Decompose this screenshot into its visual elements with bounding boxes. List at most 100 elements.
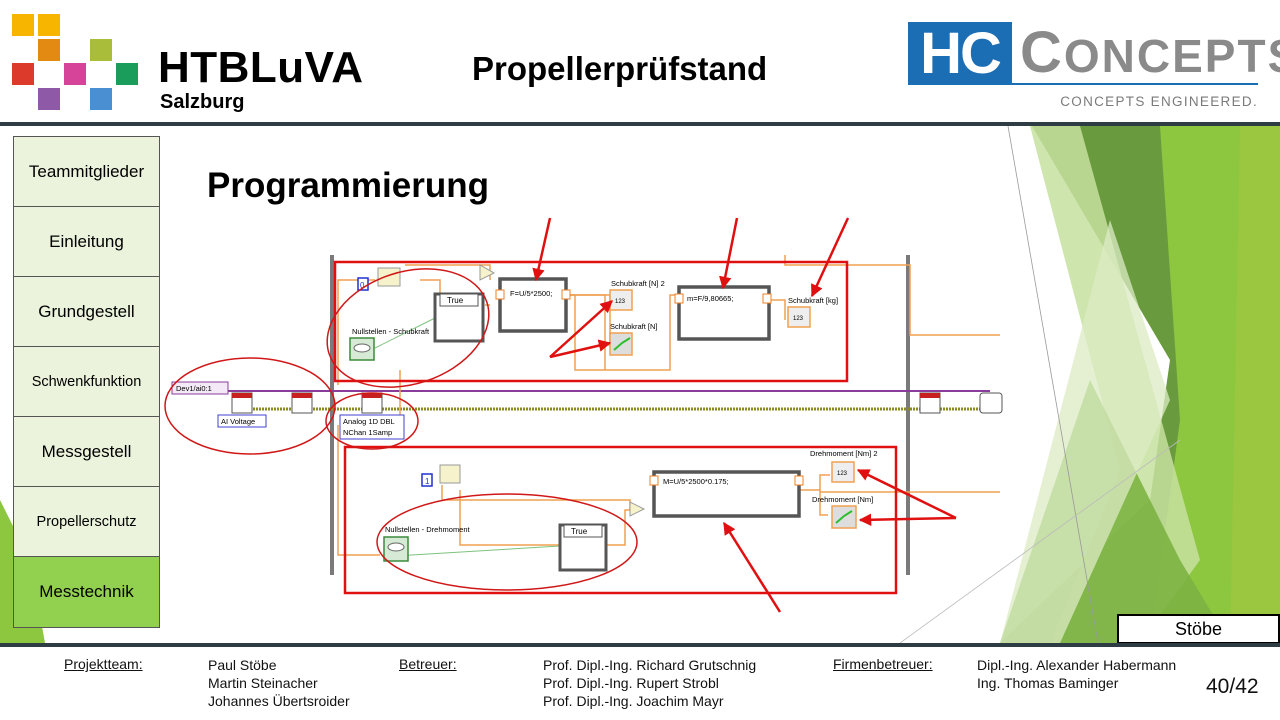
zero-button-label: Nullstellen - Schubkraft [352, 327, 430, 336]
team-list: Paul Stöbe Martin Steinacher Johannes Üb… [208, 656, 350, 710]
logo-square [12, 63, 34, 85]
highlight-box-torque [343, 445, 898, 595]
nav-item-label: Messtechnik [39, 582, 134, 601]
logo-square [90, 88, 112, 110]
section-nav: Teammitglieder Einleitung Grundgestell S… [13, 136, 160, 628]
author-label: Stöbe [1117, 614, 1280, 644]
indicator-label: Drehmoment [Nm] [812, 495, 873, 504]
htl-logo [12, 12, 142, 112]
term-f [561, 289, 571, 300]
subtract-node[interactable] [479, 264, 496, 281]
daqmx-header [920, 393, 940, 398]
advisor: Prof. Dipl.-Ing. Richard Grutschnig [543, 657, 757, 673]
slide-header: HTBLuVA Salzburg Propellerprüfstand HC C… [0, 0, 1280, 122]
index-array-node[interactable] [377, 267, 401, 287]
hc-logo-tagline: CONCEPTS ENGINEERED. [1060, 94, 1258, 109]
indicator-torque-numeric[interactable] [831, 461, 855, 483]
term-m-out [762, 293, 772, 304]
nav-item-label: Messgestell [41, 441, 132, 461]
arrow [858, 513, 957, 527]
page-number: 40/42 [1206, 675, 1259, 698]
arrow [549, 339, 612, 359]
nav-item-label: Einleitung [49, 231, 124, 251]
case-selector-label: True [447, 296, 464, 305]
indicator-mass-numeric[interactable] [787, 306, 811, 328]
index-constant-value: 1 [425, 477, 430, 486]
zero-button-label: Nullstellen - Drehmoment [385, 525, 471, 534]
read-mode-line2: NChan 1Samp [343, 428, 392, 437]
channel-type-selector[interactable] [217, 414, 267, 428]
formula-node-mass[interactable] [677, 285, 771, 341]
green-wire [374, 317, 436, 349]
school-city: Salzburg [160, 91, 245, 113]
team-member: Martin Steinacher [208, 675, 318, 691]
bg-shape [1000, 220, 1170, 643]
school-name: HTBLuVA [158, 43, 364, 92]
nav-item-grundgestell[interactable]: Grundgestell [14, 277, 159, 347]
formula-node-force[interactable] [498, 277, 568, 333]
advisor: Prof. Dipl.-Ing. Joachim Mayr [543, 693, 724, 709]
chart-glyph [835, 510, 853, 524]
nav-item-messtechnik[interactable]: Messtechnik [14, 557, 159, 627]
highlight-ellipse-zero-torque [376, 493, 638, 591]
bg-line [899, 439, 1181, 644]
case-selector-top[interactable] [439, 293, 479, 307]
nav-item-propellerschutz[interactable]: Propellerschutz [14, 487, 159, 557]
green-wire [394, 545, 561, 557]
section-title: Programmierung [207, 166, 489, 205]
index-constant[interactable] [421, 473, 433, 487]
header-divider [0, 122, 1280, 126]
indicator-force-numeric[interactable] [609, 289, 633, 311]
term-f-in [674, 293, 684, 304]
case-selector-bottom[interactable] [563, 524, 603, 538]
logo-square [38, 14, 60, 36]
arrow [856, 468, 957, 520]
advisors-list: Prof. Dipl.-Ing. Richard Grutschnig Prof… [543, 656, 756, 710]
button-icon [353, 343, 371, 353]
channel-constant[interactable] [171, 381, 229, 395]
indicator-label: Schubkraft [N] [610, 322, 658, 331]
indicator-label: Schubkraft [N] 2 [611, 279, 665, 288]
formula-text: M=U/5*2500*0.175; [663, 477, 729, 486]
advisors-label: Betreuer: [399, 656, 457, 672]
logo-square [64, 63, 86, 85]
indicator-glyph: 123 [615, 299, 626, 305]
logo-square [116, 63, 138, 85]
case-selector-label: True [571, 527, 588, 536]
daqmx-header [362, 393, 382, 398]
read-mode-selector[interactable] [339, 414, 405, 440]
company-advisor: Ing. Thomas Baminger [977, 675, 1119, 691]
logo-square [90, 39, 112, 61]
nav-item-messgestell[interactable]: Messgestell [14, 417, 159, 487]
footer-divider [0, 643, 1280, 647]
slide-footer: Projektteam: Paul Stöbe Martin Steinache… [0, 647, 1280, 720]
index-constant-value: 0 [360, 281, 365, 290]
nav-item-label: Propellerschutz [36, 513, 137, 530]
indicator-glyph: 123 [793, 316, 804, 322]
arrow [532, 217, 552, 282]
nav-item-einleitung[interactable]: Einleitung [14, 207, 159, 277]
annotation-arrows [532, 217, 957, 613]
error-handler[interactable] [979, 392, 1003, 414]
logo-square [12, 14, 34, 36]
bg-shape [1230, 126, 1280, 643]
nav-item-schwenkfunktion[interactable]: Schwenkfunktion [14, 347, 159, 417]
indicator-glyph: 123 [837, 471, 848, 477]
company-advisor: Dipl.-Ing. Alexander Habermann [977, 657, 1177, 673]
indicator-label: Drehmoment [Nm] 2 [810, 449, 878, 458]
slide-title: Propellerprüfstand [472, 50, 768, 87]
nav-item-label: Teammitglieder [28, 161, 145, 181]
formula-node-torque[interactable] [652, 470, 801, 518]
loop-border-right [906, 255, 910, 575]
daqmx-header [292, 393, 312, 398]
chart-glyph [613, 337, 631, 351]
subtract-node[interactable] [629, 501, 646, 517]
index-array-node[interactable] [439, 464, 461, 484]
hc-logo-initial: C [1020, 20, 1064, 85]
channel-constant-value: Dev1/ai0:1 [176, 384, 212, 393]
hc-logo-underline [1012, 83, 1258, 85]
read-mode-line1: Analog 1D DBL [343, 417, 395, 426]
hc-logo-word: CONCEPTS [1020, 24, 1280, 84]
nav-item-teammitglieder[interactable]: Teammitglieder [14, 137, 159, 207]
